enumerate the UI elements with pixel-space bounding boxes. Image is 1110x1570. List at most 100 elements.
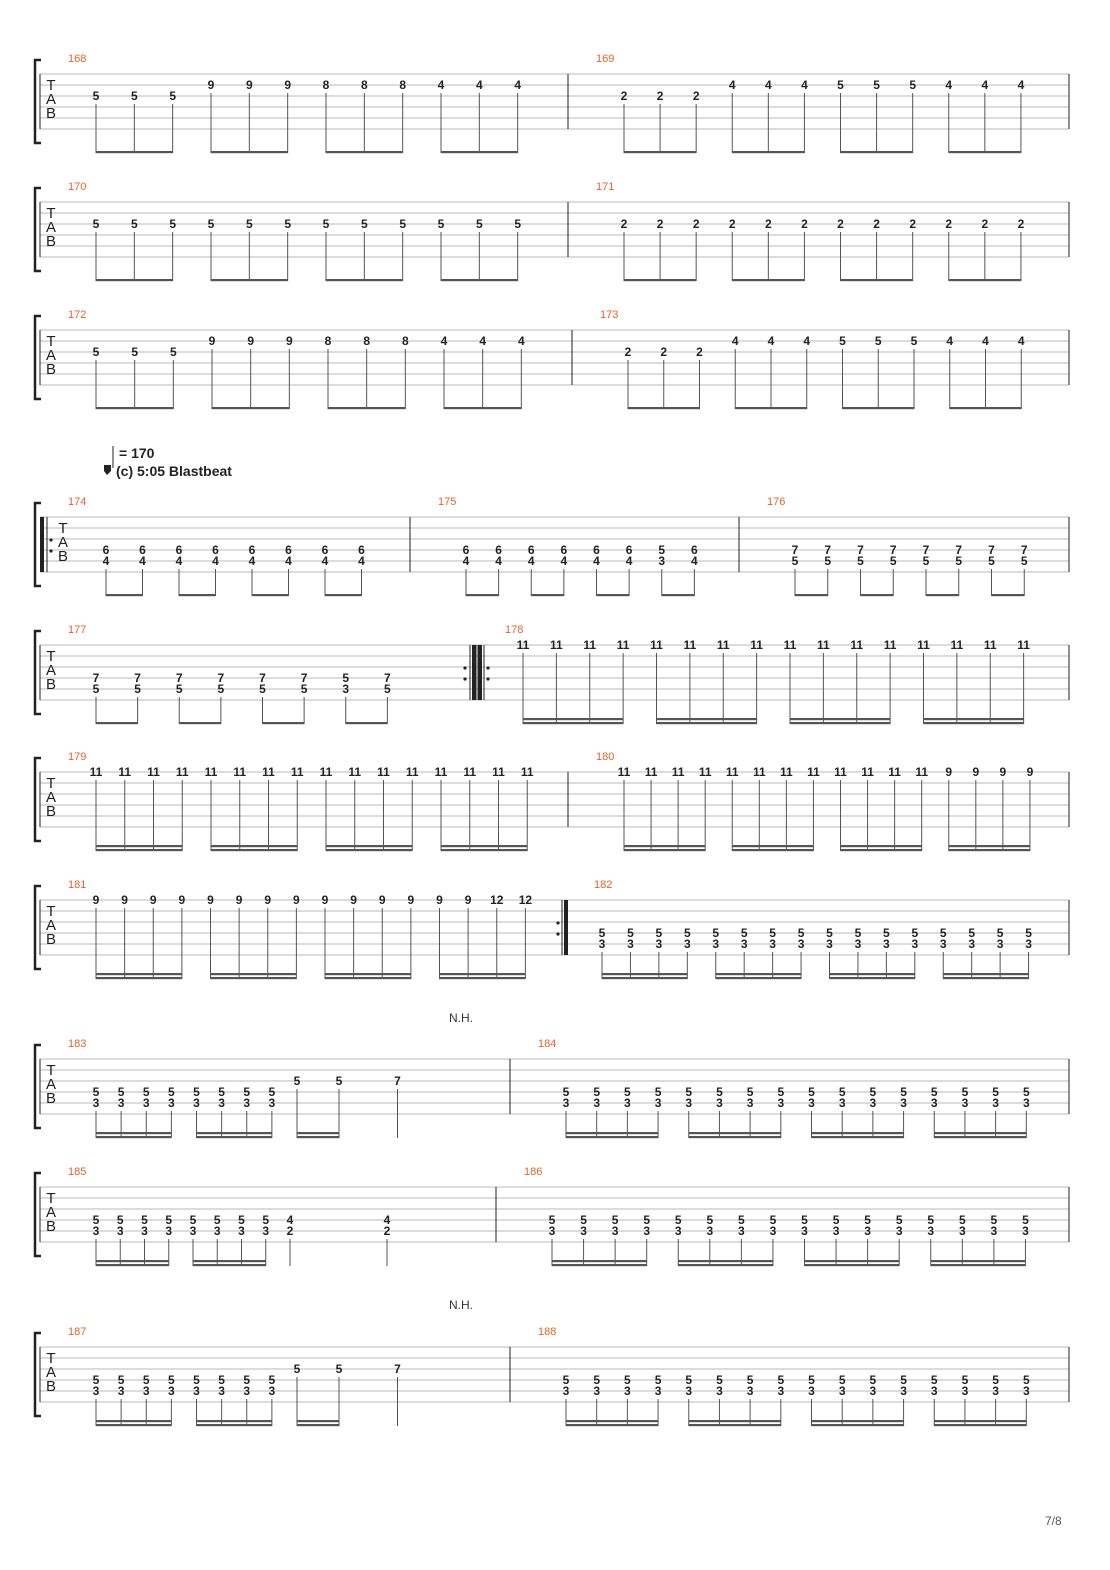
measure-number: 185: [68, 1166, 86, 1178]
fret-number: 5: [243, 1373, 250, 1387]
fret-number: 3: [685, 1096, 692, 1110]
note-beam: [326, 849, 413, 852]
fret-number: 5: [883, 926, 890, 940]
fret-number: 5: [323, 217, 330, 231]
fret-number: 3: [655, 1096, 662, 1110]
fret-number: 3: [770, 1224, 777, 1238]
fret-number: 5: [870, 1373, 877, 1387]
fret-number: 5: [599, 926, 606, 940]
note-beam: [531, 594, 564, 597]
fret-number: 2: [981, 217, 988, 231]
fret-number: 3: [168, 1096, 175, 1110]
note-beam: [211, 845, 298, 848]
note-beam: [842, 407, 914, 410]
fret-number: 5: [262, 1213, 269, 1227]
fret-number: 5: [269, 1085, 276, 1099]
fret-number: 2: [801, 217, 808, 231]
note-beam: [840, 279, 913, 282]
note-beam: [732, 845, 814, 848]
tab-clef-letter: A: [46, 789, 56, 806]
repeat-end-barline: [472, 645, 476, 700]
fret-number: 7: [955, 543, 962, 557]
fret-number: 3: [93, 1384, 100, 1398]
fret-number: 11: [406, 765, 419, 779]
note-beam: [732, 279, 805, 282]
fret-number: 5: [801, 1213, 808, 1227]
note-beam: [96, 1420, 172, 1423]
staff-row: TAB1746464646464646464175646464646464536…: [33, 496, 1070, 597]
fret-number: 4: [495, 554, 502, 568]
fret-number: 3: [269, 1384, 276, 1398]
fret-number: 3: [238, 1224, 245, 1238]
repeat-dot: [463, 677, 467, 681]
fret-number: 3: [808, 1096, 815, 1110]
note-beam: [441, 849, 528, 852]
fret-number: 4: [691, 554, 698, 568]
note-beam: [829, 973, 915, 976]
fret-number: 5: [675, 1213, 682, 1227]
repeat-dot: [486, 666, 490, 670]
page-number: 7/8: [1045, 1514, 1062, 1528]
fret-number: 3: [593, 1096, 600, 1110]
fret-number: 2: [693, 89, 700, 103]
fret-number: 3: [165, 1224, 172, 1238]
fret-number: 3: [218, 1384, 225, 1398]
note-beam: [326, 151, 403, 154]
fret-number: 11: [834, 765, 847, 779]
fret-number: 5: [896, 1213, 903, 1227]
fret-number: 3: [716, 1384, 723, 1398]
note-beam: [656, 718, 757, 721]
tab-clef-letter: A: [46, 1204, 56, 1221]
fret-number: 4: [801, 78, 808, 92]
fret-number: 5: [141, 1213, 148, 1227]
fret-number: 5: [593, 1085, 600, 1099]
fret-number: 6: [593, 543, 600, 557]
fret-number: 5: [549, 1213, 556, 1227]
fret-number: 5: [176, 682, 183, 696]
fret-number: 5: [399, 217, 406, 231]
fret-number: 2: [625, 345, 632, 359]
fret-number: 9: [436, 893, 443, 907]
fret-number: 3: [168, 1384, 175, 1398]
fret-number: 2: [657, 217, 664, 231]
note-beam: [441, 279, 518, 282]
fret-number: 5: [169, 89, 176, 103]
fret-number: 7: [923, 543, 930, 557]
fret-number: 5: [627, 926, 634, 940]
note-beam: [688, 1132, 781, 1135]
repeat-start-barline: [478, 645, 482, 700]
fret-number: 5: [798, 926, 805, 940]
fret-number: 3: [801, 1224, 808, 1238]
fret-number: 3: [214, 1224, 221, 1238]
fret-number: 5: [826, 926, 833, 940]
fret-number: 5: [117, 1213, 124, 1227]
system-bracket: [33, 1043, 41, 1130]
note-beam: [297, 1132, 339, 1135]
fret-number: 7: [394, 1362, 401, 1376]
fret-number: 11: [984, 638, 997, 652]
fret-number: 5: [131, 217, 138, 231]
tab-clef-letter: T: [46, 1062, 55, 1079]
fret-number: 3: [712, 937, 719, 951]
tab-clef-letter: A: [46, 347, 56, 364]
fret-number: 9: [972, 765, 979, 779]
fret-number: 4: [1018, 78, 1025, 92]
note-beam: [829, 977, 915, 980]
note-beam: [735, 407, 807, 410]
fret-number: 9: [150, 893, 157, 907]
note-beam: [949, 407, 1022, 410]
measure-number: 170: [68, 181, 86, 193]
system-bracket: [33, 314, 41, 401]
fret-number: 4: [768, 334, 775, 348]
note-beam: [212, 407, 290, 410]
tab-clef-letter: B: [58, 548, 68, 565]
fret-number: 6: [176, 543, 183, 557]
note-beam: [196, 1132, 272, 1135]
tab-clef-letter: B: [46, 105, 56, 122]
system-bracket: [33, 884, 41, 971]
fret-number: 4: [528, 554, 535, 568]
note-beam: [790, 722, 891, 725]
